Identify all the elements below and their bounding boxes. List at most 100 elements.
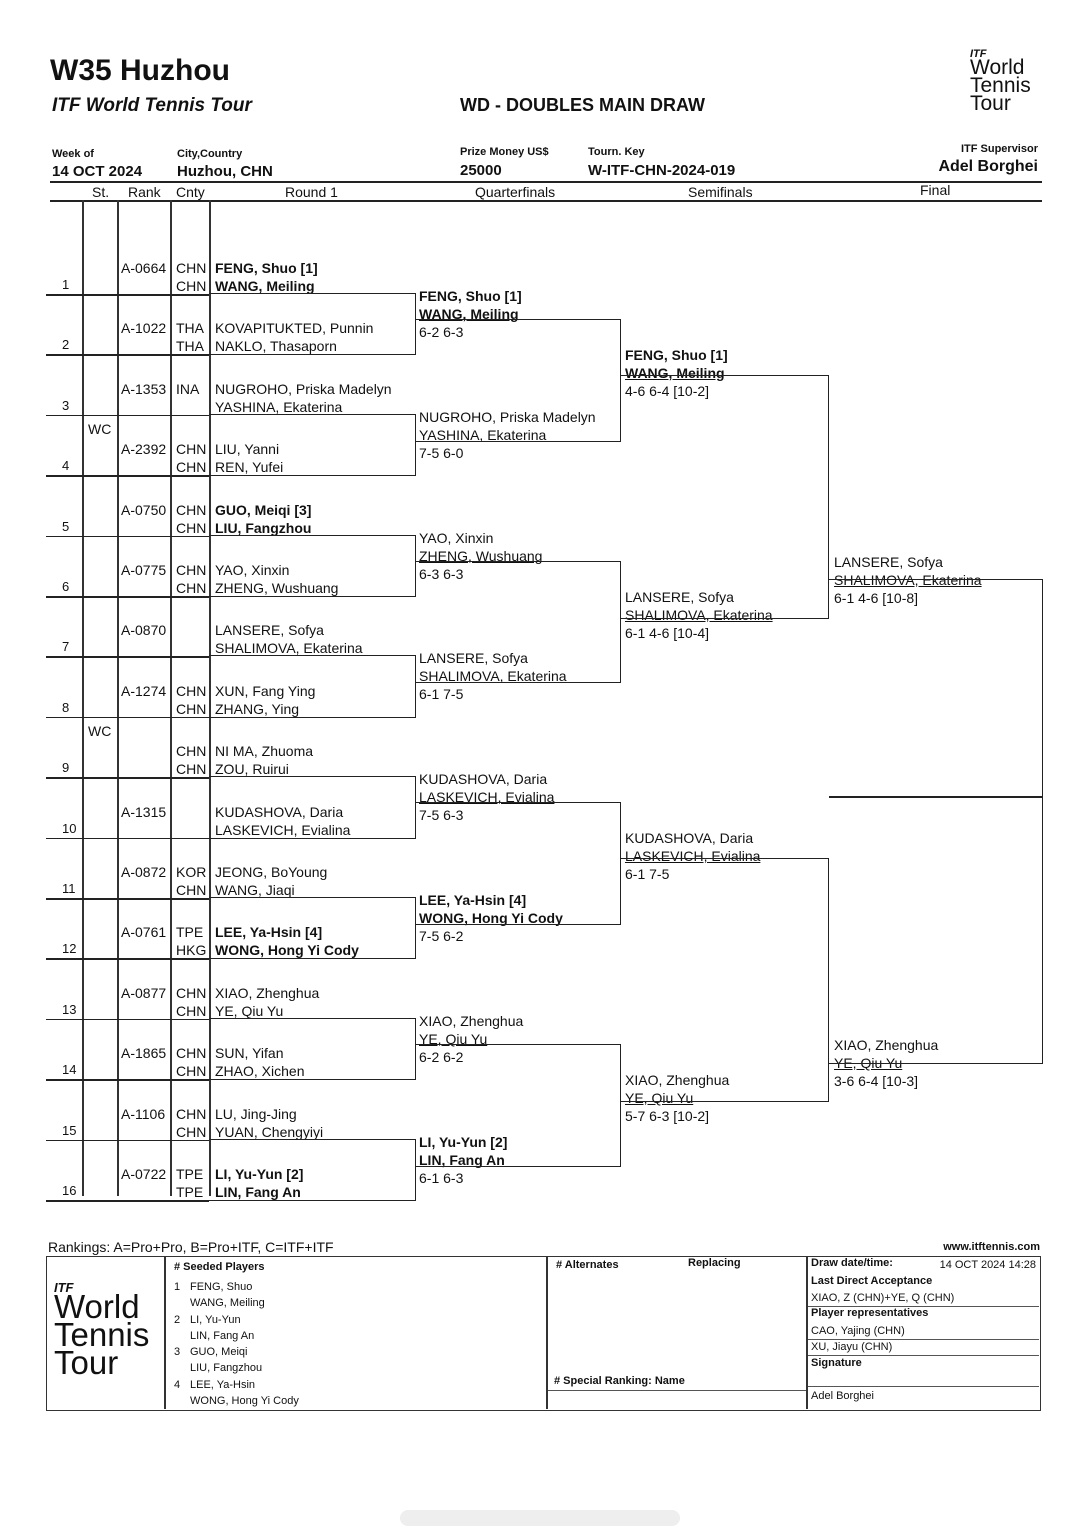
entry-player-2: SHALIMOVA, Ekaterina <box>215 640 363 657</box>
row-line <box>46 898 209 900</box>
qf-player-2: YASHINA, Ekaterina <box>419 426 547 443</box>
draw-position: 13 <box>62 1001 77 1017</box>
sf-player-2: WANG, Meiling <box>625 365 725 381</box>
footer-divider <box>806 1256 808 1409</box>
qf-score: 6-1 7-5 <box>419 686 464 703</box>
draw-position: 12 <box>62 941 77 957</box>
entry-rank: A-1315 <box>121 803 167 820</box>
entry-country-2: CHN <box>176 1123 207 1140</box>
footer-line <box>808 1386 1039 1387</box>
entry-country-2: CHN <box>176 278 207 294</box>
bracket-final <box>829 578 1043 1064</box>
seed-player: FENG, Shuo <box>190 1281 253 1293</box>
qf-player-2: LIN, Fang An <box>419 1151 505 1168</box>
entry-player-2: LASKEVICH, Evialina <box>215 821 351 838</box>
row-line <box>46 414 209 417</box>
entry-player-1: NI MA, Zhuoma <box>215 743 314 760</box>
draw-position: 6 <box>62 579 70 594</box>
itf-logo-footer: ITF World Tennis Tour <box>54 1280 150 1382</box>
draw-position: 10 <box>62 820 77 836</box>
qf-player-2: ZHENG, Wushuang <box>419 547 543 564</box>
qf-player-2: WANG, Meiling <box>419 306 519 322</box>
footer-divider <box>546 1256 548 1409</box>
entry-player-1: FENG, Shuo [1] <box>215 260 318 276</box>
grid-line <box>209 200 211 1196</box>
qf-player-2: WONG, Hong Yi Cody <box>419 910 563 926</box>
seeded-header: # Seeded Players <box>174 1261 265 1273</box>
qf-player-2: YE, Qiu Yu <box>419 1030 488 1047</box>
col-qf: Quarterfinals <box>475 184 556 200</box>
seed-number: 1 <box>174 1281 181 1293</box>
entry-country-1: THA <box>176 320 204 337</box>
rep-2: XU, Jiayu (CHN) <box>811 1341 893 1353</box>
qf-player-1: FENG, Shuo [1] <box>419 288 522 304</box>
footer-divider <box>164 1256 166 1409</box>
bracket-qf <box>415 1043 621 1167</box>
entry-player-1: XIAO, Zhenghua <box>215 984 320 1001</box>
scan-shadow <box>400 1510 680 1526</box>
sf-score: 5-7 6-3 [10-2] <box>625 1107 710 1124</box>
entry-country-1: CHN <box>176 562 207 578</box>
entry-player-2: YE, Qiu Yu <box>215 1002 284 1019</box>
col-final: Final <box>920 182 951 198</box>
entry-country-2: TPE <box>176 1184 204 1200</box>
final-score: 3-6 6-4 [10-3] <box>834 1073 919 1089</box>
qf-player-1: NUGROHO, Priska Madelyn <box>419 408 596 425</box>
entry-country-2: THA <box>176 338 204 355</box>
entry-country-1: CHN <box>176 441 207 458</box>
draw-position: 14 <box>62 1062 77 1078</box>
sf-player-1: XIAO, Zhenghua <box>625 1071 730 1088</box>
qf-score: 7-5 6-2 <box>419 928 464 944</box>
qf-score: 7-5 6-0 <box>419 444 464 461</box>
draw-position: 4 <box>62 458 70 474</box>
entry-rank: A-0722 <box>121 1166 167 1182</box>
qf-player-2: LASKEVICH, Evialina <box>419 789 555 806</box>
row-line <box>46 837 209 840</box>
seed-player: LEE, Ya-Hsin <box>190 1378 256 1391</box>
website: www.itftennis.com <box>943 1241 1040 1253</box>
draw-position: 11 <box>62 881 76 896</box>
entry-status: WC <box>88 723 112 740</box>
row-line <box>46 958 209 960</box>
draw-position: 2 <box>62 337 70 353</box>
week-label: Week of <box>52 148 94 160</box>
sf-player-2: YE, Qiu Yu <box>625 1089 694 1106</box>
lda-label: Last Direct Acceptance <box>811 1275 933 1287</box>
entry-player-2: REN, Yufei <box>215 459 284 476</box>
entry-country-1: TPE <box>176 924 204 941</box>
seed-number: 2 <box>174 1313 181 1326</box>
entry-player-1: KUDASHOVA, Daria <box>215 803 344 820</box>
seed-player: WONG, Hong Yi Cody <box>190 1394 299 1407</box>
entry-country-2: CHN <box>176 761 207 778</box>
draw-position: 1 <box>62 277 70 292</box>
tour-subtitle: ITF World Tennis Tour <box>52 95 252 116</box>
col-cnty: Cnty <box>176 184 205 200</box>
entry-player-1: LANSERE, Sofya <box>215 622 324 639</box>
entry-status: WC <box>88 421 112 438</box>
col-st: St. <box>92 184 110 200</box>
entry-player-1: LU, Jing-Jing <box>215 1105 297 1122</box>
sf-player-1: KUDASHOVA, Daria <box>625 830 754 847</box>
sf-player-2: SHALIMOVA, Ekaterina <box>625 606 773 623</box>
footer-line <box>808 1355 1039 1356</box>
tourn-key-value: W-ITF-CHN-2024-019 <box>588 162 736 179</box>
entry-player-2: ZOU, Ruirui <box>215 761 289 778</box>
entry-player-2: YUAN, Chengyiyi <box>215 1123 324 1140</box>
entry-player-1: LEE, Ya-Hsin [4] <box>215 924 323 941</box>
footer-line <box>548 1390 806 1391</box>
draw-position: 16 <box>62 1183 77 1198</box>
entry-rank: A-1022 <box>121 320 167 337</box>
qf-player-1: KUDASHOVA, Daria <box>419 771 548 788</box>
entry-country-2: CHN <box>176 882 207 898</box>
qf-player-1: LEE, Ya-Hsin [4] <box>419 892 527 908</box>
entry-rank: A-1274 <box>121 682 167 699</box>
entry-country-2: HKG <box>176 942 207 959</box>
bracket-qf <box>415 802 621 925</box>
final-score: 6-1 4-6 [10-8] <box>834 589 919 606</box>
entry-player-2: YASHINA, Ekaterina <box>215 398 343 415</box>
entry-rank: A-1353 <box>121 380 167 397</box>
header-divider <box>50 181 1042 183</box>
qf-player-1: LI, Yu-Yun [2] <box>419 1133 508 1150</box>
footer-line <box>808 1306 1039 1307</box>
seed-number: 4 <box>174 1378 181 1391</box>
